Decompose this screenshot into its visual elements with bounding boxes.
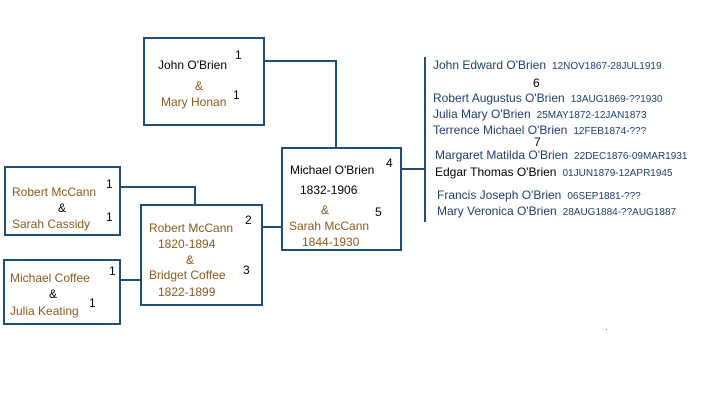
reference-number: 2 <box>245 213 252 227</box>
child-dates: 06SEP1881-??? <box>567 191 641 202</box>
stray-dot <box>606 329 607 330</box>
connector-line <box>262 226 282 228</box>
reference-number: 1 <box>106 177 113 191</box>
couple-box-mccann-coffee[interactable]: Robert McCann 2 1820-1894 & Bridget Coff… <box>140 204 263 306</box>
reference-number: 5 <box>375 205 382 219</box>
child-dates: 12NOV1867-28JUL1919 <box>552 61 662 72</box>
child-entry[interactable]: Terrence Michael O'Brien 12FEB1874-??? <box>433 123 646 139</box>
child-name: Robert Augustus O'Brien <box>433 91 565 105</box>
ampersand: & <box>195 79 204 93</box>
child-entry[interactable]: Mary Veronica O'Brien 28AUG1884-??AUG1887 <box>437 204 676 220</box>
child-dates: 25MAY1872-12JAN1873 <box>536 110 647 121</box>
reference-number: 3 <box>243 263 250 277</box>
reference-number: 1 <box>233 88 240 102</box>
couple-box-obrien-honan[interactable]: John O'Brien 1 & Mary Honan 1 <box>143 37 265 126</box>
life-dates: 1844-1930 <box>302 235 360 249</box>
connector-line <box>424 57 426 222</box>
reference-number: 1 <box>106 210 113 224</box>
reference-number: 1 <box>235 48 242 62</box>
connector-line <box>194 186 196 205</box>
ampersand: & <box>321 203 330 217</box>
couple-box-coffee-keating[interactable]: Michael Coffee 1 & Julia Keating 1 <box>3 259 121 325</box>
person-name: Michael O'Brien <box>290 163 375 177</box>
reference-number: 4 <box>386 156 393 170</box>
couple-box-mccann-cassidy[interactable]: Robert McCann 1 & Sarah Cassidy 1 <box>4 166 121 236</box>
child-dates: 13AUG1869-??1930 <box>570 94 663 105</box>
child-name: Mary Veronica O'Brien <box>437 204 557 218</box>
life-dates: 1820-1894 <box>158 237 216 251</box>
child-name: Terrence Michael O'Brien <box>433 123 568 137</box>
child-name: Margaret Matilda O'Brien <box>435 148 569 162</box>
life-dates: 1832-1906 <box>300 183 358 197</box>
person-name: Julia Keating <box>10 304 79 318</box>
ampersand: & <box>186 253 195 267</box>
child-dates: 28AUG1884-??AUG1887 <box>562 207 677 218</box>
person-name: Robert McCann <box>12 185 97 199</box>
child-entry[interactable]: Edgar Thomas O'Brien 01JUN1879-12APR1945 <box>435 165 673 181</box>
person-name: Sarah Cassidy <box>12 217 91 231</box>
connector-line <box>120 186 196 188</box>
child-entry[interactable]: Francis Joseph O'Brien 06SEP1881-??? <box>437 188 641 204</box>
child-dates: 01JUN1879-12APR1945 <box>562 168 673 179</box>
person-name: Mary Honan <box>161 95 227 109</box>
person-name: John O'Brien <box>158 58 227 72</box>
reference-number: 1 <box>89 296 96 310</box>
person-name: Bridget Coffee <box>149 268 226 282</box>
reference-number: 1 <box>109 264 116 278</box>
person-name: Sarah McCann <box>289 219 370 233</box>
connector-line <box>120 279 141 281</box>
child-name: Francis Joseph O'Brien <box>437 188 562 202</box>
connector-line <box>401 168 426 170</box>
reference-number: 7 <box>534 135 541 149</box>
child-entry[interactable]: Margaret Matilda O'Brien 22DEC1876-09MAR1… <box>435 148 687 164</box>
child-entry[interactable]: Robert Augustus O'Brien 13AUG1869-??1930 <box>433 91 662 107</box>
child-entry[interactable]: John Edward O'Brien 12NOV1867-28JUL1919 <box>433 58 662 74</box>
child-dates: 12FEB1874-??? <box>573 126 647 137</box>
child-name: Julia Mary O'Brien <box>433 107 531 121</box>
child-name: John Edward O'Brien <box>433 58 547 72</box>
child-entry[interactable]: Julia Mary O'Brien 25MAY1872-12JAN1873 <box>433 107 647 123</box>
connector-line <box>335 60 337 148</box>
reference-number: 6 <box>533 76 540 90</box>
connector-line <box>264 60 336 62</box>
person-name: Robert McCann <box>149 221 234 235</box>
couple-box-obrien-mccann[interactable]: Michael O'Brien 4 1832-1906 & Sarah McCa… <box>281 147 402 251</box>
child-dates: 22DEC1876-09MAR1931 <box>574 151 688 162</box>
ampersand: & <box>49 287 58 301</box>
ampersand: & <box>58 201 67 215</box>
person-name: Michael Coffee <box>10 271 90 285</box>
life-dates: 1822-1899 <box>158 285 216 299</box>
child-name: Edgar Thomas O'Brien <box>435 165 557 179</box>
